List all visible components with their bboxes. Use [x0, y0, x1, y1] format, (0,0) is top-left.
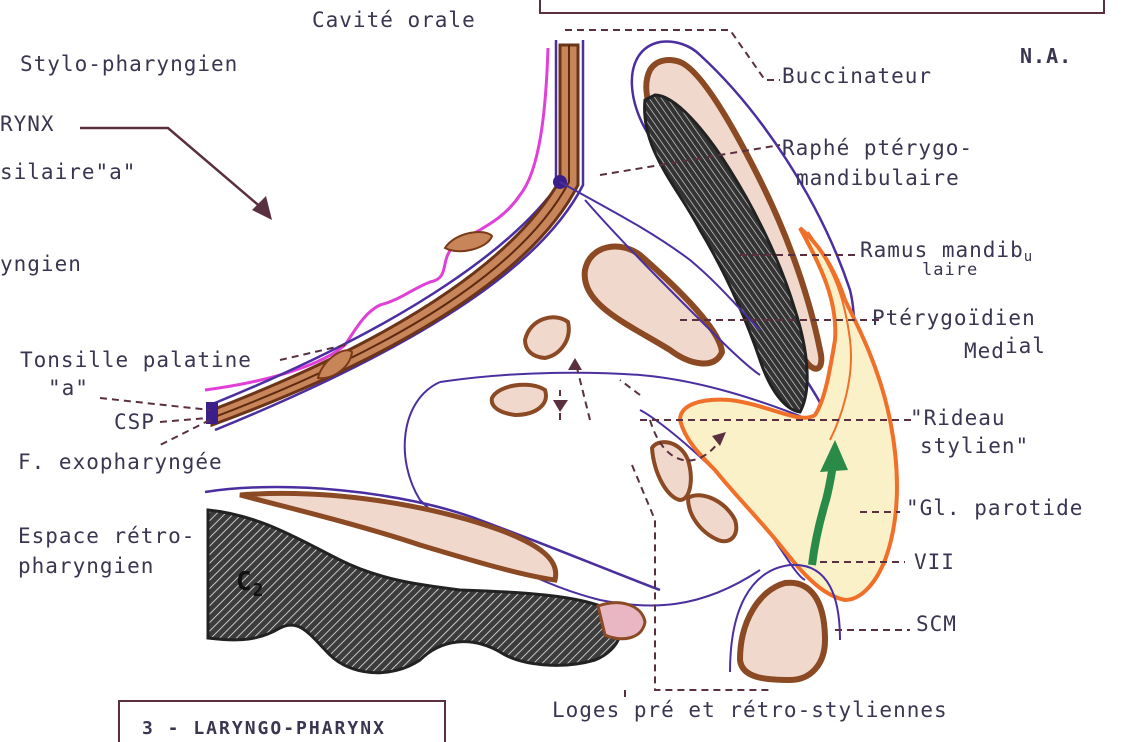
label-tonsille-palatine: Tonsille palatine	[20, 348, 252, 372]
styloid-muscle-1	[525, 317, 569, 358]
label-f-exopharyngee: F. exopharyngée	[18, 450, 223, 474]
leader-arrow-2	[553, 400, 568, 412]
label-espace-retro-2: pharyngien	[18, 554, 154, 578]
label-vii: VII	[914, 550, 955, 574]
label-ramus-2: laire	[922, 258, 978, 282]
bottom-box-text: 3 - LARYNGO-PHARYNX	[142, 718, 386, 739]
styloid-muscle-3	[652, 442, 691, 500]
label-c2-sub: 2	[253, 580, 265, 601]
label-rideau-2: stylien"	[920, 434, 1029, 458]
label-scm: SCM	[916, 612, 957, 636]
label-a-mark: "a"	[48, 376, 89, 400]
label-silaire-a: silaire"a"	[0, 160, 136, 184]
label-cavite-orale: Cavité orale	[312, 8, 476, 32]
label-ramus-1b: u	[1024, 249, 1033, 265]
label-pterygoidien-2b: ial	[1005, 334, 1046, 358]
label-csp: CSP	[114, 410, 155, 434]
bottom-title-frame: 3 - LARYNGO-PHARYNX	[118, 700, 446, 742]
tonsil-1	[445, 232, 492, 251]
label-pterygoidien-2: Medial	[964, 334, 1046, 363]
label-espace-retro-1: Espace rétro-	[18, 524, 195, 548]
label-buccinateur: Buccinateur	[782, 64, 932, 88]
label-c2: C2	[236, 570, 265, 603]
label-rideau-1: "Rideau	[910, 406, 1006, 430]
label-gl-parotide: "Gl. parotide	[906, 496, 1083, 520]
label-loges: Loges pré et rétro-styliennes	[552, 698, 948, 722]
leader-arrow-3	[568, 358, 582, 370]
label-pterygoidien-2a: Med	[964, 339, 1005, 363]
label-yngien: yngien	[0, 252, 82, 276]
label-c2-letter: C	[236, 567, 253, 597]
label-stylo-pharyngien: Stylo-pharyngien	[20, 52, 238, 76]
corner-mark: N.A.	[1020, 44, 1072, 68]
label-rynx: RYNX	[0, 112, 55, 136]
label-raphe-2: mandibulaire	[796, 166, 960, 190]
label-pterygoidien-1: Ptérygoïdien	[872, 306, 1036, 330]
label-raphe-1: Raphé ptérygo-	[782, 136, 973, 160]
constrictor-muscle	[212, 45, 578, 425]
scm-muscle	[740, 583, 825, 680]
medial-pterygoid	[585, 247, 722, 364]
rynx-pointer-head	[252, 196, 272, 220]
top-title-frame	[539, 0, 1105, 14]
styloid-muscle-4	[688, 495, 736, 541]
styloid-muscle-2	[492, 385, 546, 415]
c2-tip	[598, 603, 645, 639]
